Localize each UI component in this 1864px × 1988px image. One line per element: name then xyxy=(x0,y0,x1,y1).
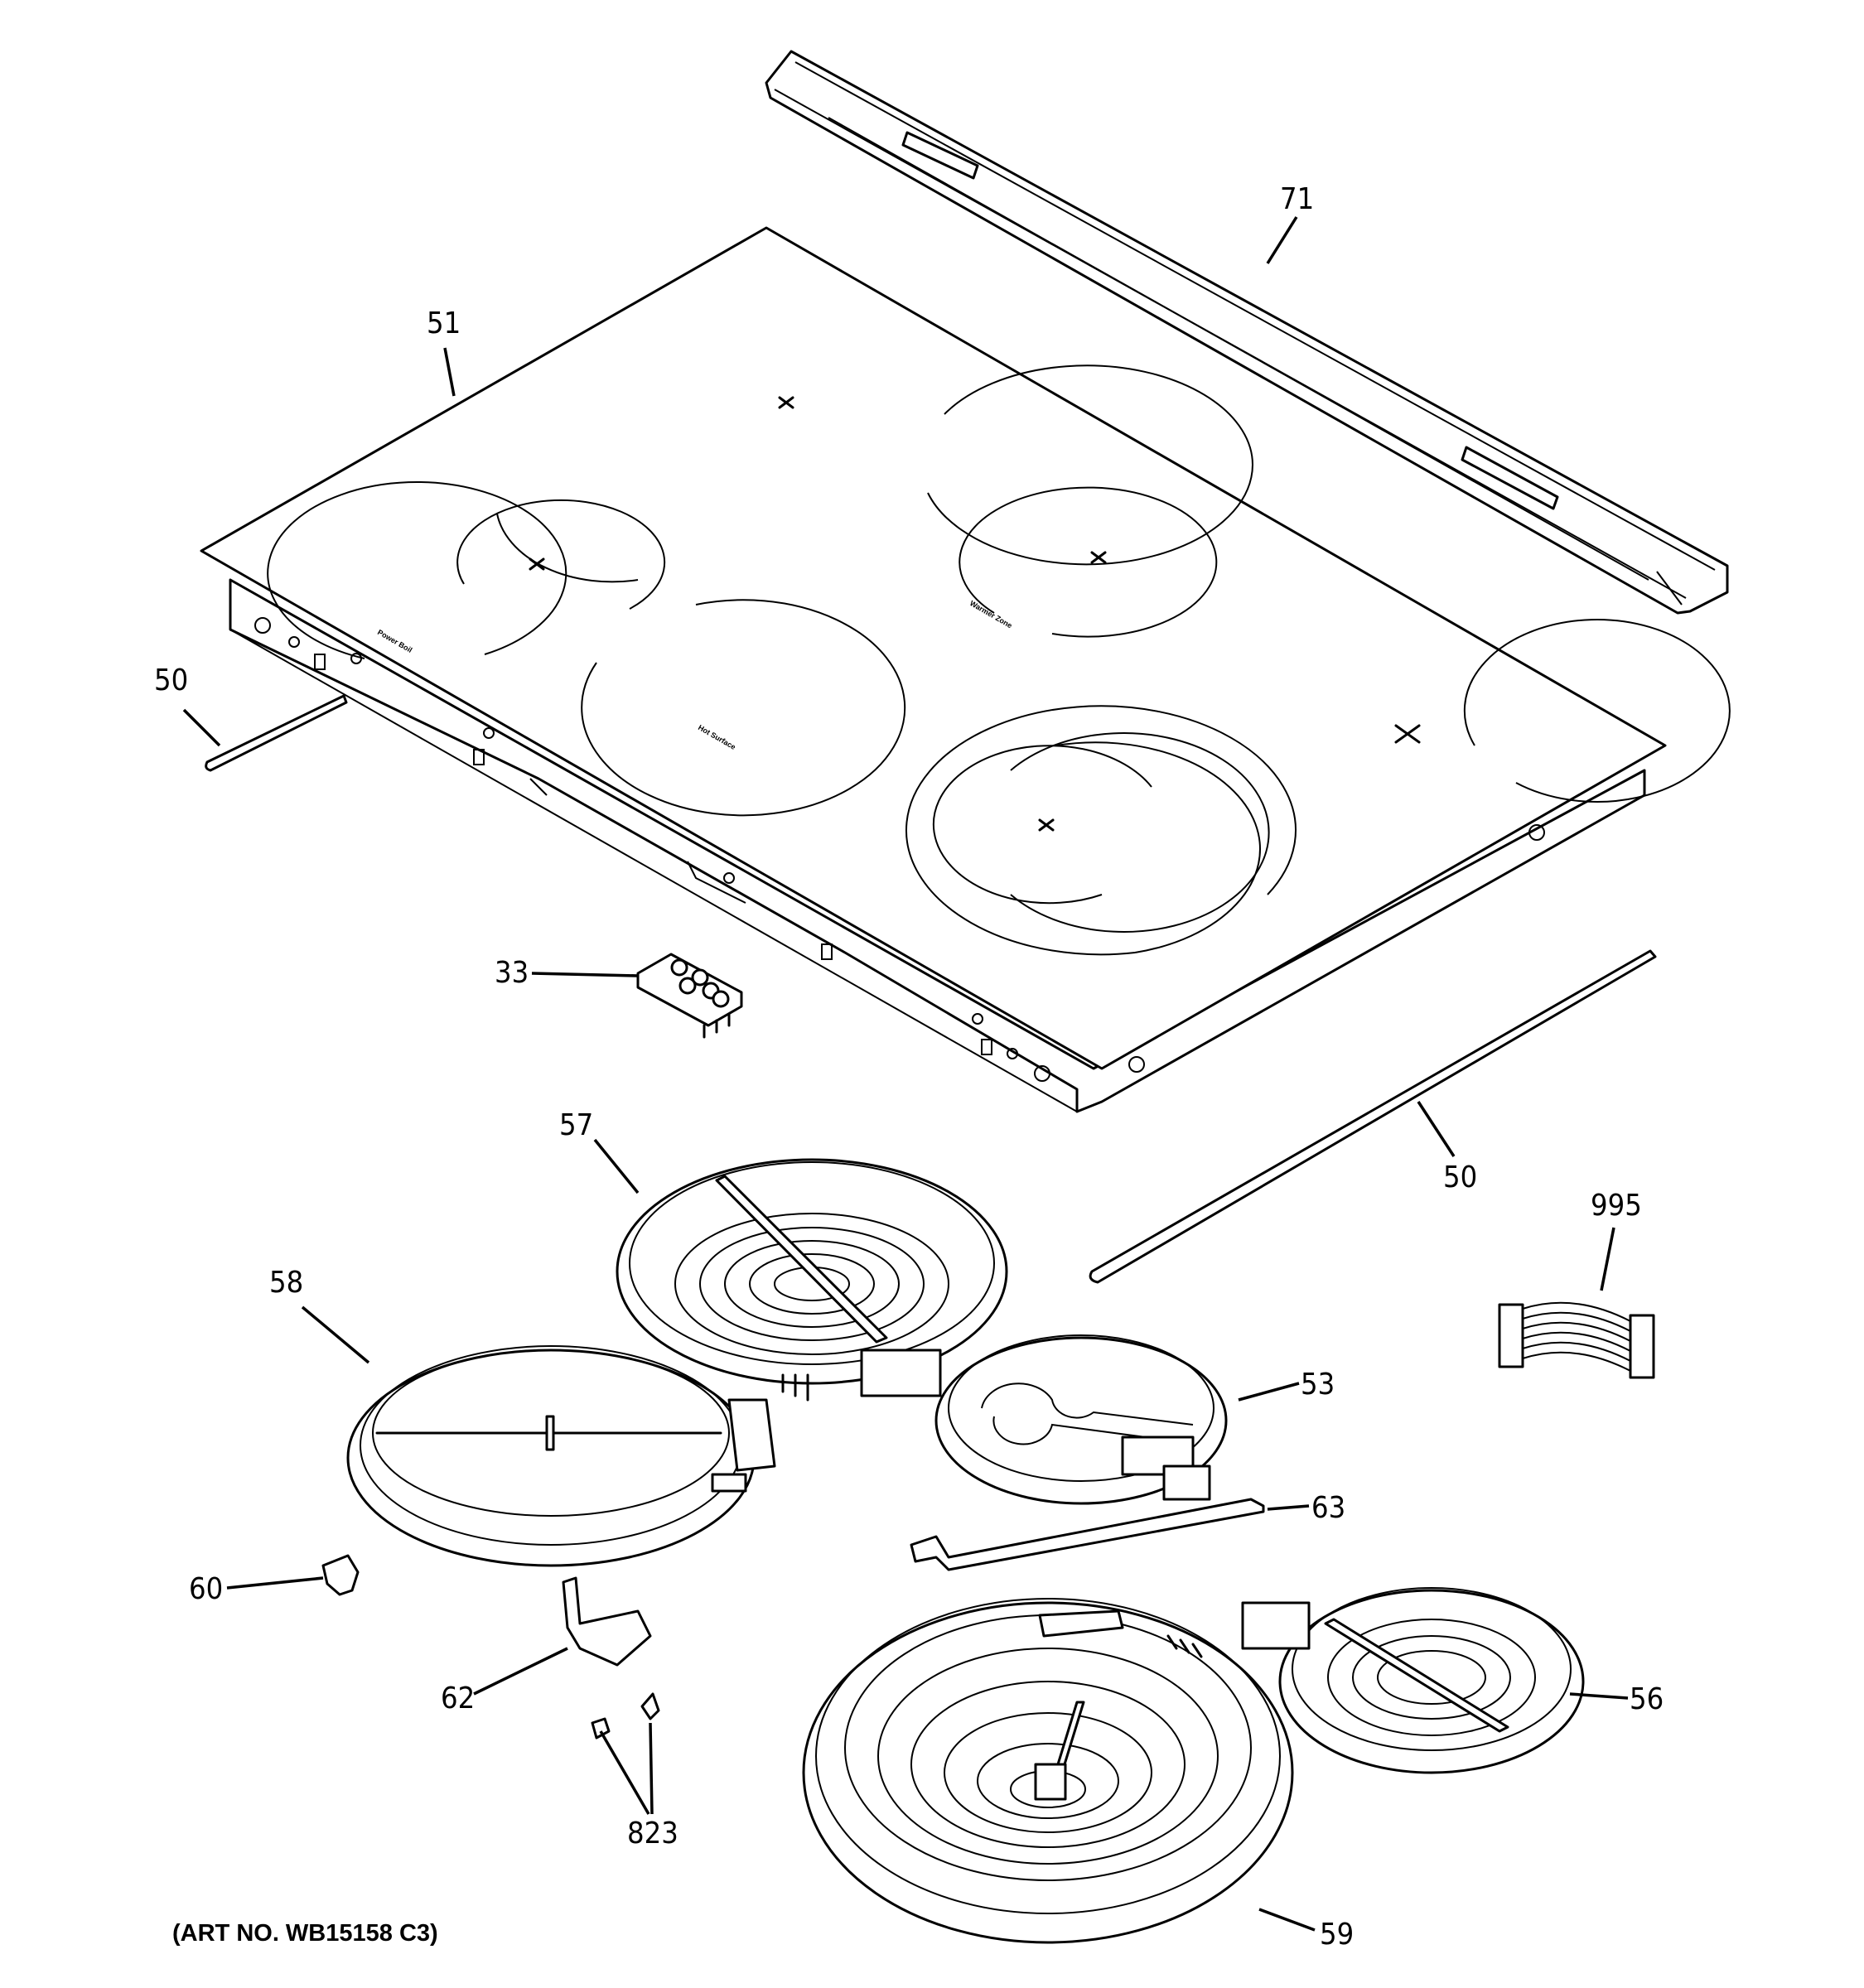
callout-63: 63 xyxy=(1311,1491,1345,1525)
bracket-63 xyxy=(910,1498,1265,1571)
callout-57: 57 xyxy=(559,1108,593,1142)
callout-51: 51 xyxy=(427,306,461,340)
element-56 xyxy=(1241,1587,1585,1774)
callout-50-right: 50 xyxy=(1443,1160,1477,1194)
callout-823: 823 xyxy=(627,1817,678,1850)
terminal-block xyxy=(636,953,743,1039)
callout-33: 33 xyxy=(495,956,529,990)
callout-995: 995 xyxy=(1591,1189,1642,1223)
callout-60: 60 xyxy=(189,1572,223,1606)
element-57 xyxy=(616,1158,1008,1402)
callout-59: 59 xyxy=(1320,1918,1354,1952)
callout-62: 62 xyxy=(441,1682,475,1715)
element-59 xyxy=(802,1598,1294,1944)
bracket-62 xyxy=(562,1576,652,1667)
callout-53: 53 xyxy=(1301,1368,1335,1402)
glass-cooktop: Power Boil Warmer Zone Hot Surface xyxy=(200,226,1731,1113)
callout-58: 58 xyxy=(269,1266,303,1300)
screws-823 xyxy=(591,1692,660,1740)
seal-strip-left xyxy=(205,694,348,772)
element-58 xyxy=(346,1345,776,1567)
callout-50-left: 50 xyxy=(154,663,188,697)
element-53 xyxy=(934,1334,1228,1505)
clip-60 xyxy=(321,1554,360,1596)
seal-strip-right xyxy=(1089,949,1657,1284)
callout-71: 71 xyxy=(1280,182,1314,216)
callout-56: 56 xyxy=(1630,1682,1664,1716)
art-number: (ART NO. WB15158 C3) xyxy=(172,1920,438,1947)
wire-harness xyxy=(1498,1301,1655,1379)
control-panel-trim xyxy=(765,50,1729,615)
